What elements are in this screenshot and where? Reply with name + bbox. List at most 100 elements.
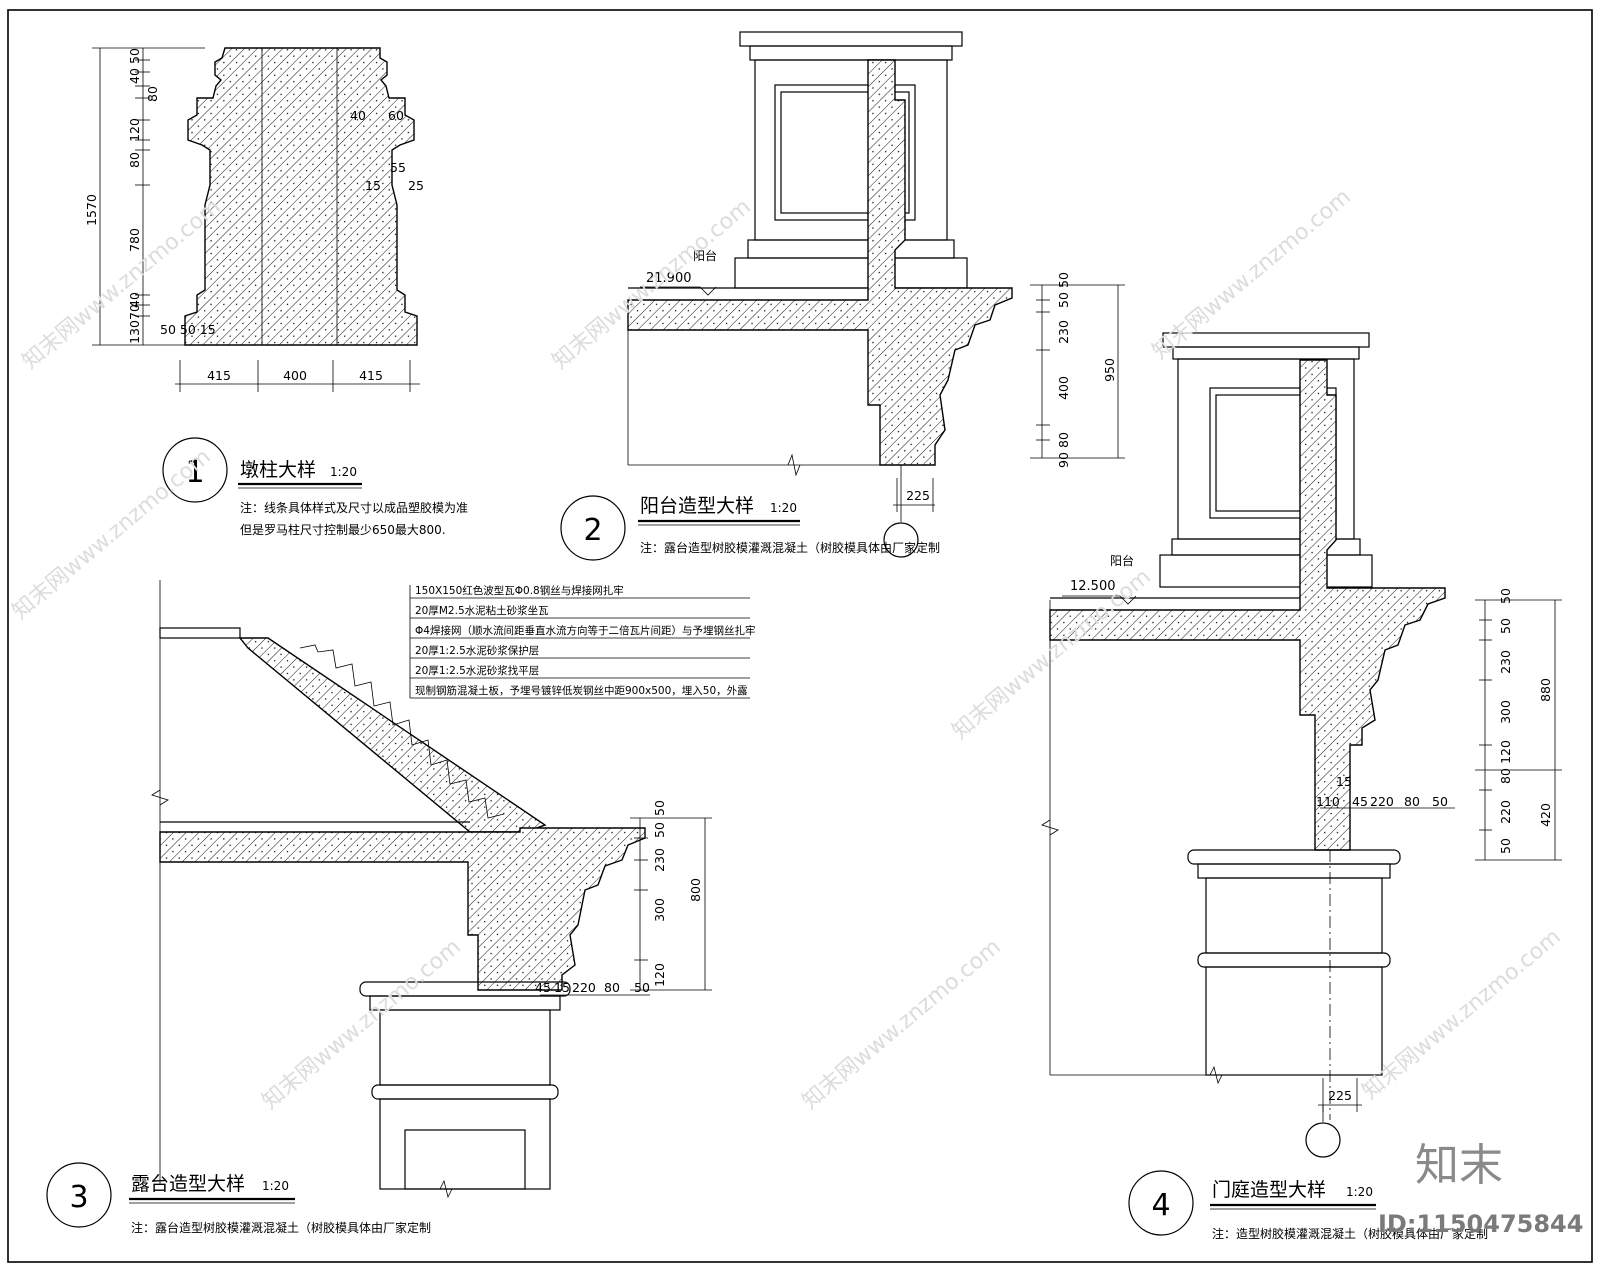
balcony-dim-right: 80 [1056, 432, 1071, 448]
detail-3-title: 露台造型大样 [131, 1173, 245, 1195]
terrace-layer-1: 150X150红色波型瓦Φ0.8钢丝与焊接网扎牢 [415, 584, 624, 597]
detail-3-scale: 1:20 [262, 1179, 289, 1193]
terrace-dim-bottom: 45 [535, 980, 551, 995]
entrance-dim-bottom: 225 [1328, 1088, 1352, 1103]
balcony-dim-right: 50 [1056, 292, 1071, 308]
pier-dim-left: 780 [127, 228, 142, 252]
detail-3-number: 3 [69, 1180, 88, 1215]
terrace-dim-right: 120 [652, 963, 667, 987]
entrance-dim-mid: 15 [1336, 774, 1352, 789]
entrance-dim-mid: 220 [1370, 794, 1394, 809]
detail-1-scale: 1:20 [330, 465, 357, 479]
entrance-elevation: 12.500 [1070, 579, 1116, 594]
terrace-layer-6: 现制钢筋混凝土板，予埋号镀锌低炭钢丝中距900x500，埋入50，外露 [415, 684, 748, 697]
terrace-dim-right: 50 [652, 822, 667, 838]
balcony-slab-section [627, 59, 1013, 466]
detail-2-scale: 1:20 [770, 501, 797, 515]
detail-1-note-line2: 但是罗马柱尺寸控制最少650最大800. [240, 522, 446, 537]
entrance-elevation-label: 阳台 [1110, 553, 1134, 568]
detail-2-title: 阳台造型大样 [640, 495, 754, 517]
pier-dim-left: 40 [127, 292, 142, 308]
watermark-text: 知末网www.znzmo.com [798, 934, 1006, 1114]
pier-dim-right: 40 [350, 108, 366, 123]
terrace-layer-4: 20厚1:2.5水泥砂浆保护层 [415, 644, 539, 657]
entrance-dim-mid: 45 [1352, 794, 1368, 809]
pier-dim-right: 60 [388, 108, 404, 123]
terrace-layer-2: 20厚M2.5水泥粘土砂浆坐瓦 [415, 604, 549, 617]
pier-dim-base: 50 50 15 [160, 322, 216, 337]
pier-dim-total: 1570 [84, 194, 99, 226]
watermark-text: 知末网www.znzmo.com [1358, 924, 1566, 1104]
entrance-slab-section [1049, 359, 1446, 851]
entrance-dim-total-upper: 880 [1538, 678, 1553, 702]
detail-2-note: 注：露台造型树胶模灌溉混凝土（树胶模具体由厂家定制 [640, 540, 940, 555]
pier-dim-bottom: 415 [359, 368, 383, 383]
pier-dim-left: 40 [127, 68, 142, 84]
watermark-text: 知末网www.znzmo.com [548, 194, 756, 374]
terrace-dim-bottom: 15 [554, 980, 570, 995]
sheet-border [7, 9, 1593, 1263]
detail-1-note-line1: 注：线条具体样式及尺寸以成品塑胶模为准 [240, 500, 468, 515]
entrance-dim-mid: 110 [1316, 794, 1340, 809]
detail-3-note: 注：露台造型树胶模灌溉混凝土（树胶模具体由厂家定制 [131, 1220, 431, 1235]
entrance-dim-right: 50 [1498, 588, 1513, 604]
entrance-dim-mid: 50 [1432, 794, 1448, 809]
detail-1-title: 墩柱大样 [240, 459, 316, 481]
entrance-dim-right: 120 [1498, 740, 1513, 764]
watermark-text: 知末网www.znzmo.com [258, 934, 466, 1114]
detail-1-number: 1 [185, 455, 204, 490]
terrace-layer-5: 20厚1:2.5水泥砂浆找平层 [415, 664, 539, 677]
terrace-dim-right: 300 [652, 898, 667, 922]
entrance-dim-right: 50 [1498, 618, 1513, 634]
detail-1-pier-column: 1570 780 120 50 40 80 80 70 40 130 40 60… [84, 47, 468, 537]
terrace-roof-tiles [299, 644, 505, 819]
watermark-text: 知末网www.znzmo.com [1148, 184, 1356, 364]
pier-dim-bottom: 400 [283, 368, 307, 383]
balcony-elevation: 21.900 [646, 271, 692, 286]
detail-3-terrace: 150X150红色波型瓦Φ0.8钢丝与焊接网扎牢 20厚M2.5水泥粘土砂浆坐瓦… [46, 580, 755, 1235]
image-id-label: ID:1150475844 [1378, 1210, 1583, 1238]
balcony-dim-right: 230 [1056, 320, 1071, 344]
entrance-dim-right: 230 [1498, 650, 1513, 674]
pier-dim-left: 80 [127, 152, 142, 168]
terrace-dim-right: 50 [652, 800, 667, 816]
pier-dim-left: 130 [127, 320, 142, 344]
entrance-dim-mid: 80 [1404, 794, 1420, 809]
detail-2-balcony: 阳台 21.900 50 50 230 400 80 90 950 225 2 … [560, 31, 1125, 561]
terrace-dim-bottom: 220 [572, 980, 596, 995]
terrace-dim-bottom: 50 [634, 980, 650, 995]
balcony-dim-right: 400 [1056, 376, 1071, 400]
entrance-dim-right: 50 [1498, 838, 1513, 854]
watermark-text: 知末网www.znzmo.com [948, 564, 1156, 744]
pier-left-dim-ticks [135, 59, 150, 317]
detail-4-scale: 1:20 [1346, 1185, 1373, 1199]
entrance-dim-right: 220 [1498, 800, 1513, 824]
detail-4-note: 注：造型树胶模灌溉混凝土（树胶模具体由厂家定制 [1212, 1226, 1488, 1241]
terrace-dim-right: 230 [652, 848, 667, 872]
detail-4-number: 4 [1151, 1188, 1170, 1223]
pier-dim-right: 25 [408, 178, 424, 193]
pier-dim-left: 80 [145, 86, 160, 102]
balcony-dim-right: 50 [1056, 272, 1071, 288]
entrance-dim-right: 300 [1498, 700, 1513, 724]
pier-dim-left: 70 [127, 304, 142, 320]
detail-4-title: 门庭造型大样 [1212, 1179, 1326, 1201]
pier-dim-left: 120 [127, 118, 142, 142]
terrace-slab-section [159, 827, 646, 991]
terrace-layer-notes: 150X150红色波型瓦Φ0.8钢丝与焊接网扎牢 20厚M2.5水泥粘土砂浆坐瓦… [409, 584, 755, 699]
entrance-dim-total-lower: 420 [1538, 803, 1553, 827]
watermark-text: 知末网www.znzmo.com [8, 444, 216, 624]
balcony-dim-right: 90 [1056, 452, 1071, 468]
watermark-text: 知末网www.znzmo.com [18, 194, 226, 374]
detail-2-number: 2 [583, 513, 602, 548]
balcony-elevation-label: 阳台 [693, 248, 717, 263]
detail-4-entrance: 阳台 12.500 50 50 230 300 120 80 220 50 88… [1041, 332, 1562, 1241]
pier-dim-bottom: 415 [207, 368, 231, 383]
pier-section [184, 47, 418, 346]
entrance-dim-right: 80 [1498, 768, 1513, 784]
terrace-dim-total: 800 [688, 878, 703, 902]
terrace-layer-3: Φ4焊接网（顺水流间距垂直水流方向等于二倍瓦片间距）与予埋钢丝扎牢 [415, 624, 755, 637]
balcony-dim-total: 950 [1102, 358, 1117, 382]
pier-dim-right: 15 [365, 178, 381, 193]
